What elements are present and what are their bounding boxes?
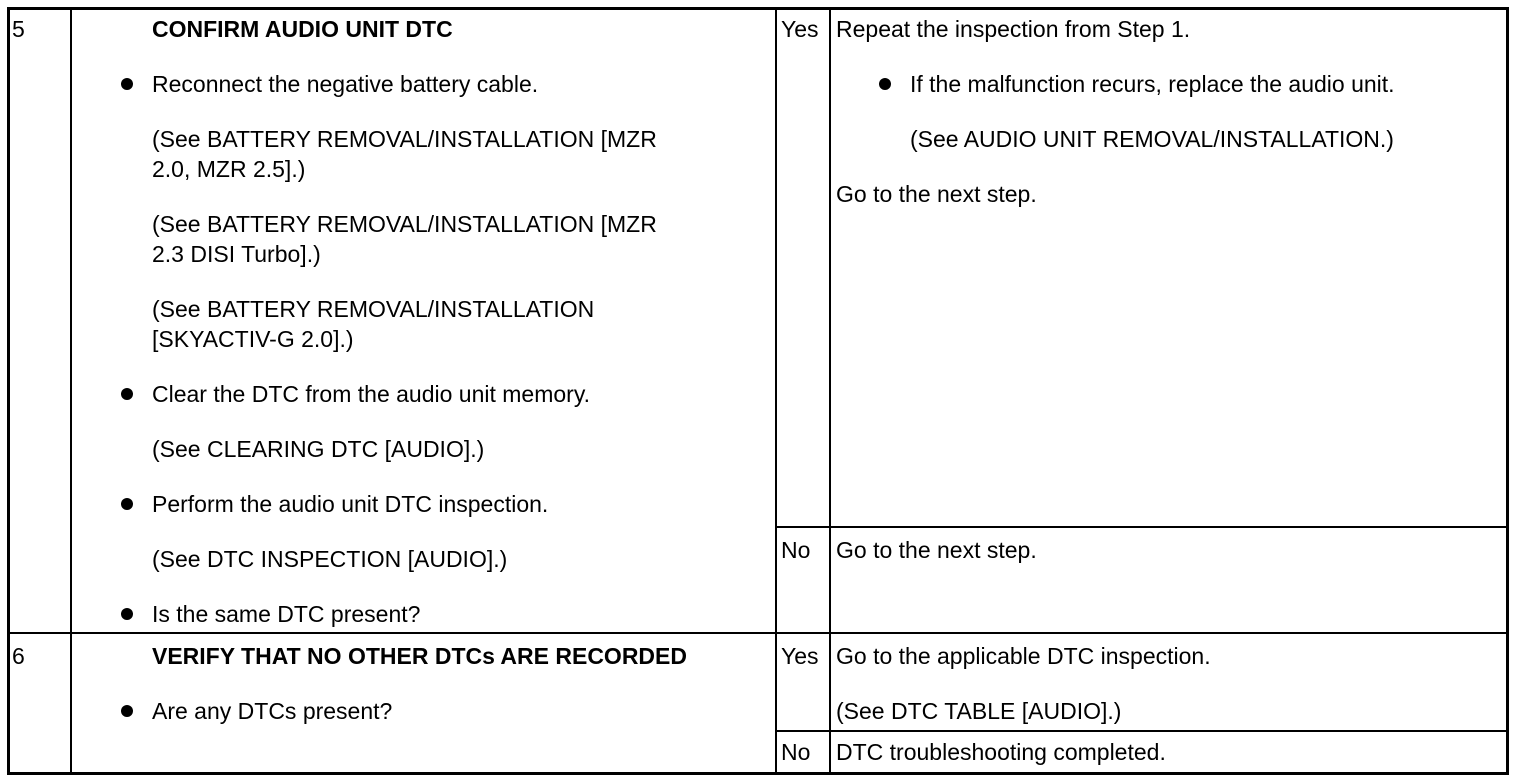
action-text: Go to the next step. — [836, 181, 1037, 207]
result-no-label: No — [781, 537, 811, 563]
reference-link[interactable]: (See AUDIO UNIT REMOVAL/INSTALLATION.) — [910, 126, 1394, 152]
reference-emphasis: DTC INSPECTION — [206, 546, 402, 572]
action-bullet-text: If the malfunction recurs, replace the a… — [910, 71, 1395, 97]
action-text: DTC troubleshooting completed. — [836, 739, 1166, 765]
step-title: VERIFY THAT NO OTHER DTCs ARE RECORDED — [152, 643, 687, 669]
bullet-text: Reconnect the negative battery cable. — [152, 71, 539, 97]
reference-link[interactable]: (See BATTERY REMOVAL/INSTALLATION [MZR — [152, 126, 657, 152]
reference-suffix: [AUDIO].) — [401, 546, 508, 572]
result-yes-label: Yes — [781, 643, 819, 669]
reference-link[interactable]: (See DTC INSPECTION [AUDIO].) — [152, 545, 507, 574]
step-title: CONFIRM AUDIO UNIT DTC — [152, 16, 453, 42]
bullet-dot — [121, 78, 133, 90]
bullet-dot — [121, 388, 133, 400]
reference-link[interactable]: (See BATTERY REMOVAL/INSTALLATION — [152, 296, 595, 322]
reference-link[interactable]: [SKYACTIV-G 2.0].) — [152, 326, 354, 352]
result-yes-label: Yes — [781, 16, 819, 42]
result-no-label: No — [781, 739, 811, 765]
reference-link[interactable]: (See CLEARING DTC [AUDIO].) — [152, 436, 485, 462]
reference-link[interactable]: 2.3 DISI Turbo].) — [152, 241, 321, 267]
bullet-text: Clear the DTC from the audio unit memory… — [152, 381, 591, 407]
reference-link[interactable]: (See BATTERY REMOVAL/INSTALLATION [MZR — [152, 211, 657, 237]
col-divider-step — [70, 8, 72, 772]
row-divider-5-6 — [8, 632, 1506, 634]
bullet-text: Perform the audio unit DTC inspection. — [152, 491, 549, 517]
bullet-dot — [121, 608, 133, 620]
row5-yes-no-divider — [775, 526, 1506, 528]
step-number: 6 — [12, 643, 25, 669]
row6-yes-no-divider — [775, 730, 1506, 732]
col-divider-action — [829, 8, 831, 772]
bullet-text: Is the same DTC present? — [152, 601, 421, 627]
reference-link[interactable]: (See DTC TABLE [AUDIO].) — [836, 698, 1122, 724]
bullet-dot — [121, 705, 133, 717]
action-text: Go to the next step. — [836, 537, 1037, 563]
bullet-dot — [879, 78, 891, 90]
bullet-dot — [121, 498, 133, 510]
reference-link[interactable]: 2.0, MZR 2.5].) — [152, 156, 306, 182]
bullet-text: Are any DTCs present? — [152, 698, 393, 724]
col-divider-result — [775, 8, 777, 772]
reference-prefix: (See — [152, 546, 207, 572]
troubleshooting-table — [7, 7, 1509, 775]
step-number: 5 — [12, 16, 25, 42]
action-text: Repeat the inspection from Step 1. — [836, 16, 1191, 42]
action-text: Go to the applicable DTC inspection. — [836, 643, 1211, 669]
